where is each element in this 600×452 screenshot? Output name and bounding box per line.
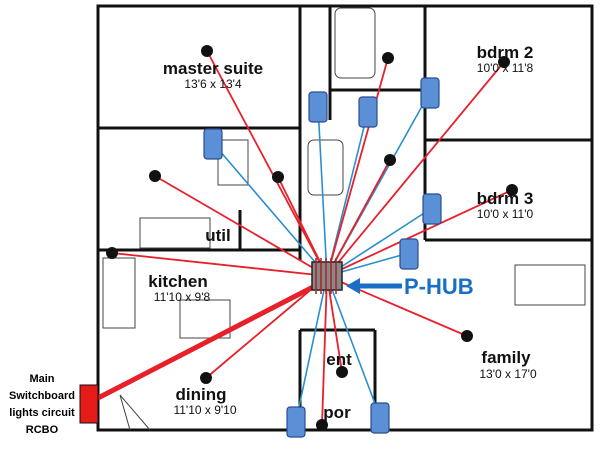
wall-switch-icon [370, 402, 390, 434]
light-wire [206, 50, 328, 277]
light-wire [326, 275, 343, 373]
wall-switch-icon [286, 406, 306, 438]
bay-window [119, 394, 151, 431]
light-wire [111, 252, 328, 277]
wall-switch-icon [399, 238, 419, 270]
room-dining-name: dining [176, 385, 227, 404]
hub-chip-icon [311, 258, 343, 294]
ceiling-light-icon [498, 56, 510, 68]
room-family-name: family [481, 348, 531, 367]
light-wire [326, 159, 391, 277]
wall-switch-icon [203, 128, 223, 160]
room-dining-dim: 11'10 x 9'10 [173, 403, 236, 417]
ceiling-light-icon [384, 154, 396, 166]
ceiling-light-icon [200, 372, 212, 384]
room-ent-name: ent [326, 350, 352, 369]
kitchen-counter [102, 257, 136, 329]
ceiling-light-icon [106, 247, 118, 259]
panel-label-line: RCBO [25, 424, 59, 436]
light-wire [277, 176, 328, 277]
light-wire [326, 61, 505, 277]
room-util-name: util [205, 226, 231, 245]
sink [217, 139, 249, 186]
room-bdrm2-dim: 10'0 x 11'8 [477, 61, 534, 75]
bath-tub [334, 7, 376, 79]
room-master-suite-name: master suite [163, 59, 263, 78]
room-kitchen-dim: 11'10 x 9'8 [154, 290, 211, 304]
room-kitchen-name: kitchen [148, 272, 208, 291]
light-wire [321, 275, 328, 426]
ceiling-light-icon [382, 52, 394, 64]
room-bdrm2-name: bdrm 2 [477, 43, 534, 62]
ceiling-light-icon [201, 45, 213, 57]
panel-label-line: lights circuit [9, 407, 75, 419]
room-bdrm3-dim: 10'0 x 11'0 [477, 207, 534, 221]
rcbo-panel-icon [79, 384, 99, 424]
fixtures [102, 7, 586, 431]
room-family-dim: 13'0 x 17'0 [479, 367, 537, 381]
switch-wire [326, 275, 381, 418]
wall-switch-icon [422, 193, 442, 225]
utility-counter [139, 217, 211, 249]
hub-label: P-HUB [404, 274, 474, 299]
ceiling-light-icon [506, 184, 518, 196]
outer-wall [96, 4, 594, 432]
switch-wire [295, 275, 328, 422]
ceiling-light-icon [272, 171, 284, 183]
wall-switch-icon [420, 77, 440, 109]
wall-switch-icon [308, 91, 328, 123]
sofa [514, 264, 586, 306]
ceiling-light-icon [461, 330, 473, 342]
room-por-name: por [323, 403, 351, 422]
wiring [96, 50, 513, 426]
wall-switches [203, 77, 442, 438]
light-wire [154, 175, 328, 277]
room-labels: master suite 13'6 x 13'4 bdrm 2 10'0 x 1… [148, 43, 537, 422]
switch-wire [212, 142, 328, 277]
ceiling-light-icon [336, 366, 348, 378]
light-wire [326, 57, 389, 277]
wall-switch-icon [358, 96, 378, 128]
switch-wire [326, 207, 433, 277]
light-points [106, 45, 518, 431]
ceiling-light-icon [149, 170, 161, 182]
panel-label-line: Main [29, 373, 55, 385]
hub-arrow [346, 278, 402, 294]
light-wire [326, 189, 513, 277]
room-master-suite-dim: 13'6 x 13'4 [184, 77, 242, 91]
ceiling-light-icon [316, 419, 328, 431]
room-bdrm3-name: bdrm 3 [477, 189, 534, 208]
kitchen-island [179, 299, 231, 339]
switch-wire [317, 105, 328, 277]
panel-feed-wire [96, 283, 317, 401]
bath-tub [307, 139, 344, 196]
panel-label: Main Switchboard lights circuit RCBO [4, 371, 80, 439]
panel-label-line: Switchboard [8, 390, 75, 402]
